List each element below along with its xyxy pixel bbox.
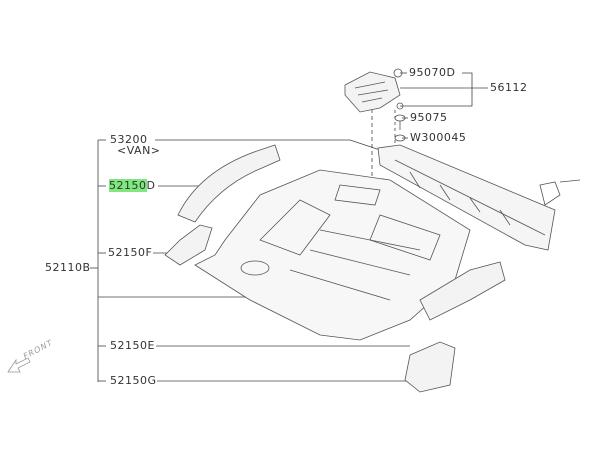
label-95075[interactable]: 95075 — [410, 111, 448, 124]
front-arrow-icon — [7, 357, 31, 373]
part-52150d — [177, 144, 281, 223]
label-95070d[interactable]: 95070D — [409, 66, 456, 79]
bracket-56112 — [344, 68, 406, 142]
highlighted-part-number: 52150 — [109, 179, 147, 192]
label-52150d-suffix: D — [146, 179, 156, 192]
label-52150d[interactable]: 52150D — [109, 179, 156, 192]
cross-member-53200 — [377, 144, 581, 251]
label-w300045[interactable]: W300045 — [410, 131, 467, 144]
part-52150f — [164, 224, 213, 266]
label-52150g[interactable]: 52150G — [110, 374, 157, 387]
label-van: <VAN> — [117, 144, 161, 157]
label-53200[interactable]: 53200 — [110, 133, 148, 146]
leader-lines — [90, 72, 488, 382]
label-52150f[interactable]: 52150F — [108, 246, 153, 259]
label-56112[interactable]: 56112 — [490, 81, 528, 94]
part-52150g — [404, 341, 456, 393]
part-52150e — [419, 261, 506, 321]
floor-pan-52110b — [194, 169, 471, 341]
label-52110b[interactable]: 52110B — [45, 261, 91, 274]
label-52150e[interactable]: 52150E — [110, 339, 155, 352]
